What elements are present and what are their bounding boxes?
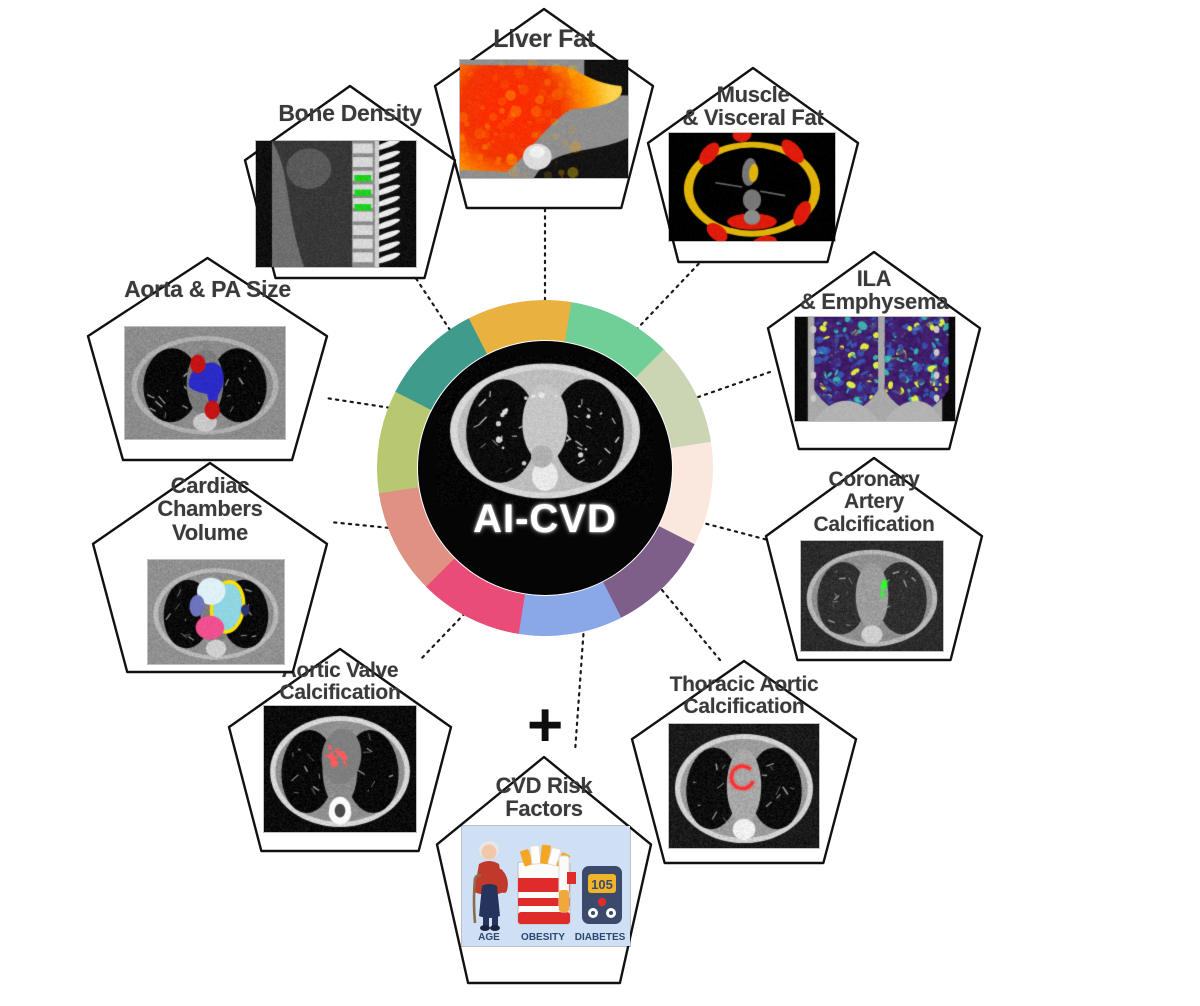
node-ila-emphysema[interactable]: ILA & Emphysema — [765, 249, 983, 452]
plus-symbol: + — [527, 695, 563, 757]
node-muscle-visceral[interactable]: Muscle & Visceral Fat — [645, 65, 861, 265]
svg-text:AGE: AGE — [478, 932, 500, 943]
hub-label: AI-CVD — [377, 497, 713, 542]
node-image-muscle-visceral-fat-segmentation-ct — [669, 133, 835, 241]
node-cac[interactable]: Coronary Artery Calcification — [763, 455, 985, 663]
node-bone-density[interactable]: Bone Density — [242, 83, 458, 281]
node-image-coronary-artery-calcification-ct — [801, 541, 943, 651]
node-cvd-risk[interactable]: CVD Risk Factors — [434, 754, 654, 986]
node-aorta-pa[interactable]: Aorta & PA Size — [85, 255, 330, 463]
node-label-liver-fat: Liver Fat — [493, 26, 595, 53]
node-image-liver-fat-heatmap-ct — [460, 60, 628, 178]
risk-factor-illustration: 105 AGE OBESITY DIABETES — [462, 826, 630, 946]
node-image-ila-emphysema-coronal-heatmap — [795, 317, 955, 421]
node-label-cvd-risk: CVD Risk Factors — [496, 774, 593, 821]
hub-color-wheel — [377, 300, 713, 636]
node-image-aorta-pa-size-ct — [125, 327, 285, 439]
svg-text:105: 105 — [591, 877, 613, 892]
node-image-cardiac-chambers-volume-ct — [148, 560, 284, 664]
node-image-cvd-risk-factors-icons: 105 AGE OBESITY DIABETES — [462, 826, 630, 946]
node-cardiac-chambers[interactable]: Cardiac Chambers Volume — [90, 460, 330, 675]
node-image-bone-density-sagittal-spine-ct — [256, 141, 416, 267]
node-liver-fat[interactable]: Liver Fat — [432, 6, 656, 211]
node-label-thoracic-aortic: Thoracic Aortic Calcification — [670, 674, 819, 719]
node-image-thoracic-aortic-calcification-ct — [669, 724, 819, 848]
node-aortic-valve[interactable]: Aortic Valve Calcification — [226, 646, 454, 854]
node-label-ila-emphysema: ILA & Emphysema — [800, 267, 948, 314]
node-image-aortic-valve-calcification-ct — [264, 706, 416, 832]
hub-ct-image — [437, 356, 653, 506]
node-label-cardiac-chambers: Cardiac Chambers Volume — [157, 474, 262, 544]
svg-text:DIABETES: DIABETES — [575, 932, 626, 943]
node-thoracic-aortic[interactable]: Thoracic Aortic Calcification — [629, 658, 859, 866]
ai-cvd-hub: AI-CVD — [377, 300, 713, 636]
node-label-bone-density: Bone Density — [278, 101, 421, 125]
svg-text:OBESITY: OBESITY — [521, 932, 565, 943]
node-label-cac: Coronary Artery Calcification — [814, 469, 935, 536]
node-label-muscle-visceral: Muscle & Visceral Fat — [683, 83, 824, 130]
